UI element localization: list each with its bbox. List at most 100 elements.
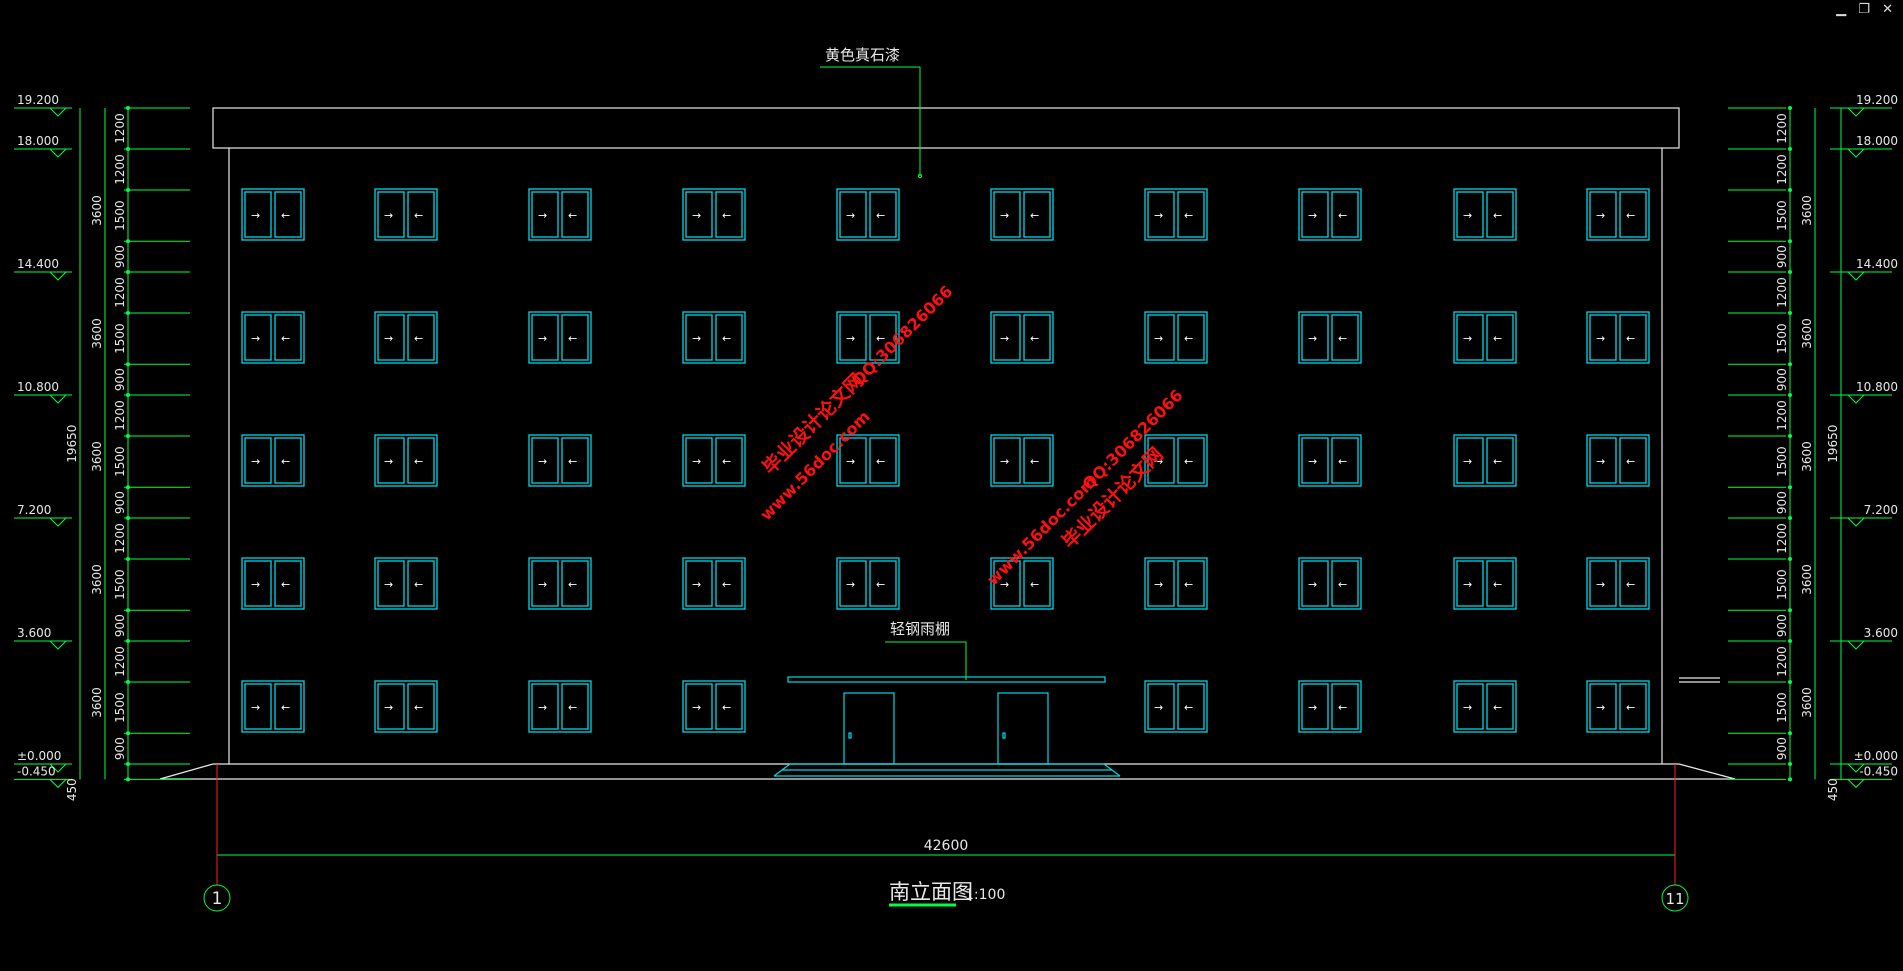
dim-tick: [1788, 557, 1792, 561]
dim-tick: [1788, 362, 1792, 367]
window-arrow-left: ←: [414, 209, 423, 222]
window-sash-right: [561, 314, 589, 361]
window-sash-right: [1486, 560, 1514, 607]
step-side-right: [1103, 763, 1121, 777]
window-sash-left: [377, 683, 405, 730]
window-arrow-right: →: [1000, 209, 1009, 222]
window-arrow-left: ←: [1626, 209, 1635, 222]
window: →←: [374, 434, 438, 487]
segment-dim-label: 900: [1775, 368, 1789, 391]
segment-dim-label: 1200: [1775, 154, 1789, 185]
plinth-slope-right: [1678, 763, 1736, 780]
window-frame: [1453, 188, 1517, 241]
window-frame: [1144, 188, 1208, 241]
window-sash-right: [407, 560, 435, 607]
level-marker-icon: [49, 107, 67, 117]
dim-tick: [126, 777, 130, 782]
window-arrow-right: →: [1596, 578, 1605, 591]
window-sash-left: [685, 191, 713, 238]
window-arrow-left: ←: [414, 701, 423, 714]
window-sash-left: [1301, 437, 1329, 484]
window-arrow-left: ←: [1030, 332, 1039, 345]
window-sash-right: [1331, 560, 1359, 607]
window-sash-right: [715, 560, 743, 607]
segment-dim-label: 900: [1775, 614, 1789, 637]
window-sash-right: [1619, 683, 1647, 730]
window-frame: [1453, 434, 1517, 487]
level-label: 19.200: [17, 93, 59, 107]
canopy-note: 轻钢雨棚: [890, 620, 950, 638]
window-frame: [1586, 680, 1650, 733]
window-sash-right: [715, 683, 743, 730]
window-arrow-right: →: [846, 209, 855, 222]
overall-width-label: 42600: [924, 838, 969, 854]
window: →←: [836, 311, 900, 364]
minimize-icon[interactable]: ▁: [1836, 2, 1851, 17]
window-frame: [1586, 434, 1650, 487]
level-marker-icon: [49, 763, 67, 773]
segment-dim-label: 1500: [1775, 200, 1789, 231]
window-sash-right: [869, 437, 897, 484]
window-arrow-left: ←: [1030, 578, 1039, 591]
window: →←: [836, 557, 900, 610]
window-arrow-left: ←: [1184, 209, 1193, 222]
window: →←: [682, 311, 746, 364]
window-arrow-right: →: [384, 209, 393, 222]
window-arrow-right: →: [384, 578, 393, 591]
window-sash-right: [1023, 437, 1051, 484]
window-sash-left: [993, 191, 1021, 238]
window: →←: [990, 434, 1054, 487]
window-sash-left: [839, 437, 867, 484]
level-label: 10.800: [1856, 380, 1898, 394]
window-frame: [1586, 557, 1650, 610]
window-sash-right: [1486, 683, 1514, 730]
close-icon[interactable]: ✕: [1882, 2, 1897, 17]
window: →←: [1298, 434, 1362, 487]
window: →←: [374, 311, 438, 364]
window: →←: [1144, 680, 1208, 733]
segment-dim-label: 1500: [1775, 323, 1789, 354]
window-arrow-left: ←: [1626, 578, 1635, 591]
window-sash-left: [685, 560, 713, 607]
window-frame: [1298, 680, 1362, 733]
annotations: [203, 66, 1689, 912]
window-arrow-left: ←: [1184, 701, 1193, 714]
window: →←: [374, 557, 438, 610]
window-frame: [836, 188, 900, 241]
window-sash-right: [715, 437, 743, 484]
window-arrow-left: ←: [1493, 455, 1502, 468]
dim-tick: [1788, 485, 1792, 490]
segment-dim-label: 1200: [1775, 400, 1789, 431]
window-sash-left: [839, 560, 867, 607]
window-sash-right: [1177, 683, 1205, 730]
level-label: 14.400: [17, 257, 59, 271]
dim-tick: [126, 485, 130, 490]
restore-icon[interactable]: ❐: [1858, 2, 1874, 17]
window-sash-left: [1589, 314, 1617, 361]
level-label: ±0.000: [17, 749, 61, 763]
window-arrow-right: →: [692, 578, 701, 591]
window: →←: [682, 434, 746, 487]
floor-dim-label: 3600: [1800, 441, 1814, 472]
segment-dim-label: 900: [1775, 737, 1789, 760]
window-arrow-left: ←: [876, 332, 885, 345]
window: →←: [1453, 188, 1517, 241]
window-arrow-right: →: [384, 455, 393, 468]
window-arrow-right: →: [384, 332, 393, 345]
window-arrow-right: →: [538, 578, 547, 591]
window-sash-right: [1619, 437, 1647, 484]
window: →←: [1144, 188, 1208, 241]
window-sash-left: [685, 314, 713, 361]
window-arrow-right: →: [1308, 455, 1317, 468]
floor-dim-label: 3600: [90, 441, 104, 472]
window-arrow-left: ←: [1493, 332, 1502, 345]
dim-tick: [1788, 239, 1792, 244]
window-sash-right: [1177, 437, 1205, 484]
window-sash-left: [244, 314, 272, 361]
window-arrow-right: →: [251, 701, 260, 714]
window: →←: [682, 188, 746, 241]
window-frame: [682, 188, 746, 241]
window-arrow-right: →: [1154, 332, 1163, 345]
dimension-lines: [14, 106, 1892, 789]
